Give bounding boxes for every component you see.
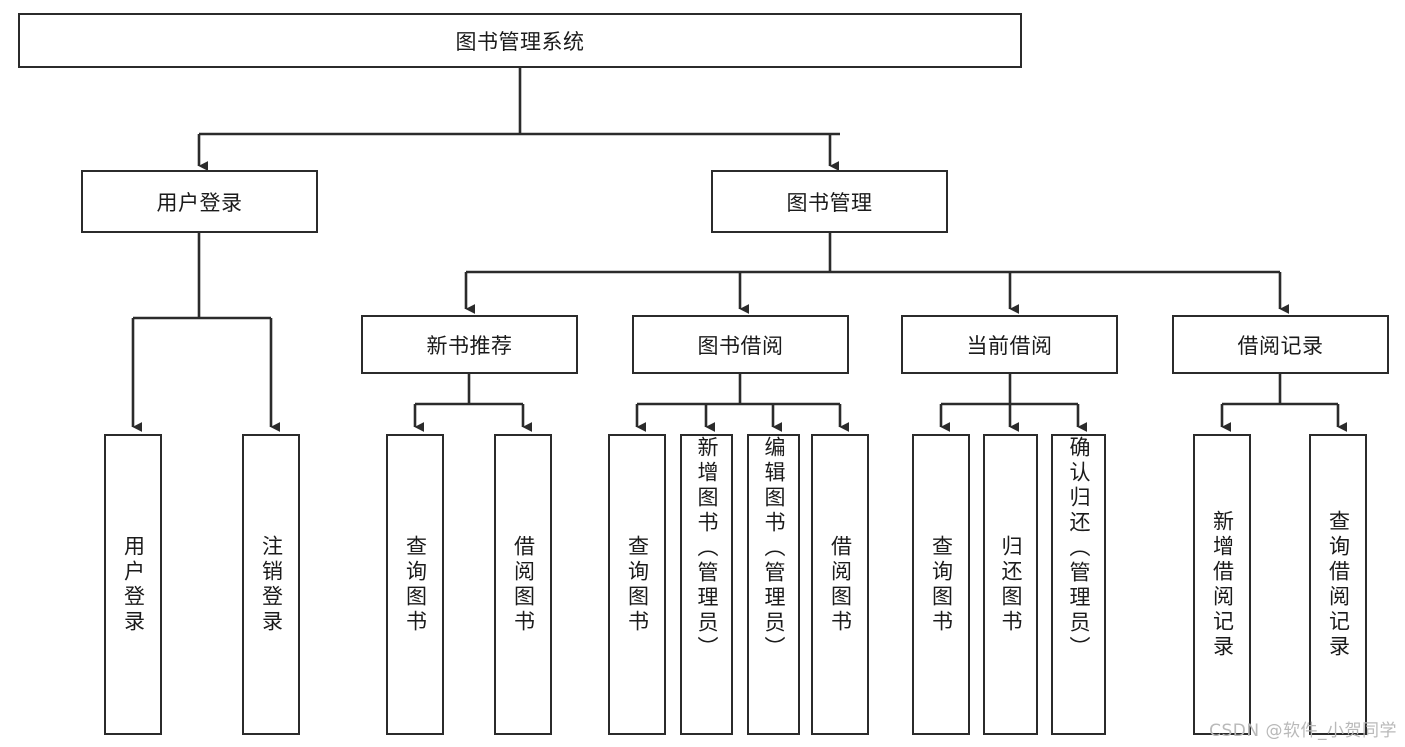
node-label: 图书借阅 xyxy=(697,333,784,358)
node-label: 归还图书 xyxy=(999,534,1023,635)
node-leaf-return-book[interactable]: 归还图书 xyxy=(983,434,1038,735)
node-new-book-rec[interactable]: 新书推荐 xyxy=(361,315,578,374)
node-leaf-logout[interactable]: 注销登录 xyxy=(242,434,300,735)
node-book-manage[interactable]: 图书管理 xyxy=(711,170,948,233)
node-leaf-borrow-book-1[interactable]: 借阅图书 xyxy=(494,434,552,735)
node-user-login[interactable]: 用户登录 xyxy=(81,170,318,233)
node-leaf-query-record[interactable]: 查询借阅记录 xyxy=(1309,434,1367,735)
node-label: 新书推荐 xyxy=(426,333,513,358)
node-label: 查询借阅记录 xyxy=(1326,509,1351,660)
node-leaf-borrow-book-2[interactable]: 借阅图书 xyxy=(811,434,869,735)
node-label: 借阅图书 xyxy=(511,534,536,635)
node-label: 图书管理 xyxy=(786,190,873,215)
node-label: 用户登录 xyxy=(121,534,146,635)
node-leaf-edit-book[interactable]: 编辑图书（管理员） xyxy=(747,434,800,735)
node-label: 查询图书 xyxy=(625,534,650,635)
node-leaf-add-record[interactable]: 新增借阅记录 xyxy=(1193,434,1251,735)
node-leaf-add-book[interactable]: 新增图书（管理员） xyxy=(680,434,733,735)
node-label: 编辑图书（管理员） xyxy=(762,436,786,661)
node-label: 借阅记录 xyxy=(1237,333,1324,358)
node-label: 新增借阅记录 xyxy=(1210,509,1235,660)
node-label: 新增图书（管理员） xyxy=(695,436,719,661)
node-borrow-record[interactable]: 借阅记录 xyxy=(1172,315,1389,374)
node-label: 用户登录 xyxy=(156,190,243,215)
node-leaf-query-book-2[interactable]: 查询图书 xyxy=(608,434,666,735)
node-label: 查询图书 xyxy=(929,534,954,635)
node-root[interactable]: 图书管理系统 xyxy=(18,13,1022,68)
watermark: CSDN @软件_小贺同学 xyxy=(1209,721,1397,741)
node-label: 当前借阅 xyxy=(966,333,1053,358)
node-leaf-user-login[interactable]: 用户登录 xyxy=(104,434,162,735)
node-current-borrow[interactable]: 当前借阅 xyxy=(901,315,1118,374)
node-leaf-query-book-3[interactable]: 查询图书 xyxy=(912,434,970,735)
node-book-borrow[interactable]: 图书借阅 xyxy=(632,315,849,374)
node-leaf-confirm-return[interactable]: 确认归还（管理员） xyxy=(1051,434,1106,735)
node-label: 注销登录 xyxy=(259,534,284,635)
node-label: 借阅图书 xyxy=(828,534,853,635)
node-label: 确认归还（管理员） xyxy=(1067,436,1091,661)
node-leaf-query-book-1[interactable]: 查询图书 xyxy=(386,434,444,735)
node-label: 查询图书 xyxy=(403,534,428,635)
node-label: 图书管理系统 xyxy=(455,29,585,54)
